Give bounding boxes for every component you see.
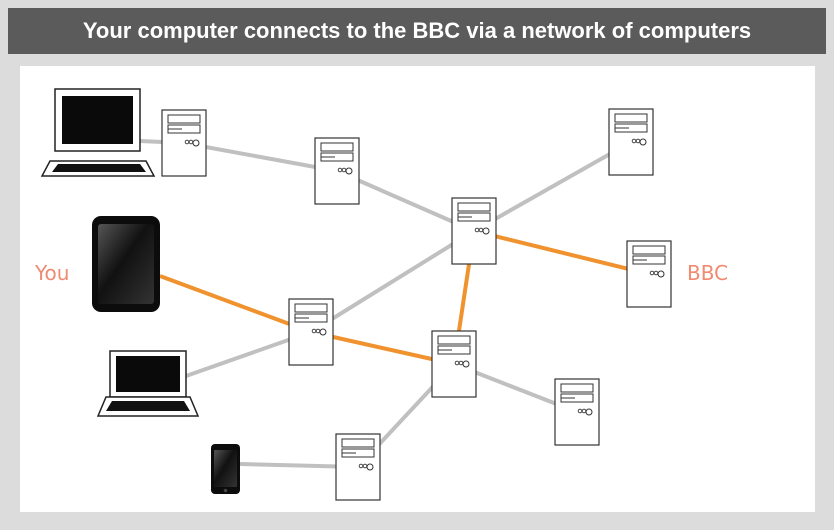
- network-link-s3-s6: [309, 229, 476, 334]
- network-svg: You BBC: [34, 88, 728, 501]
- bbc-label: BBC: [687, 261, 728, 285]
- server-icon-s7: [431, 330, 477, 398]
- network-link-s3-s4: [473, 140, 632, 233]
- tablet-icon: [92, 216, 160, 312]
- smartphone-icon: [211, 444, 240, 494]
- route-link-tablet-s6: [159, 274, 312, 334]
- route-link-s3-s5: [473, 229, 650, 276]
- route-link-s6-s7: [310, 330, 455, 366]
- server-icon-s6: [288, 298, 334, 366]
- server-icon-s4: [608, 108, 654, 176]
- network-link-s2-s3: [336, 169, 475, 233]
- you-label: You: [34, 261, 69, 285]
- server-icon-s1: [161, 109, 207, 177]
- network-diagram: You BBC: [20, 66, 815, 512]
- desktop-computer-icon: [40, 88, 156, 177]
- server-icon-s8: [554, 378, 600, 446]
- server-icon-s3: [451, 197, 497, 265]
- network-link-s1-s2: [183, 141, 338, 173]
- server-icon-s2: [314, 137, 360, 205]
- diagram-title: Your computer connects to the BBC via a …: [8, 8, 826, 54]
- server-icon-s9: [335, 433, 381, 501]
- laptop-icon: [96, 350, 200, 417]
- server-icon-s5: [626, 240, 672, 308]
